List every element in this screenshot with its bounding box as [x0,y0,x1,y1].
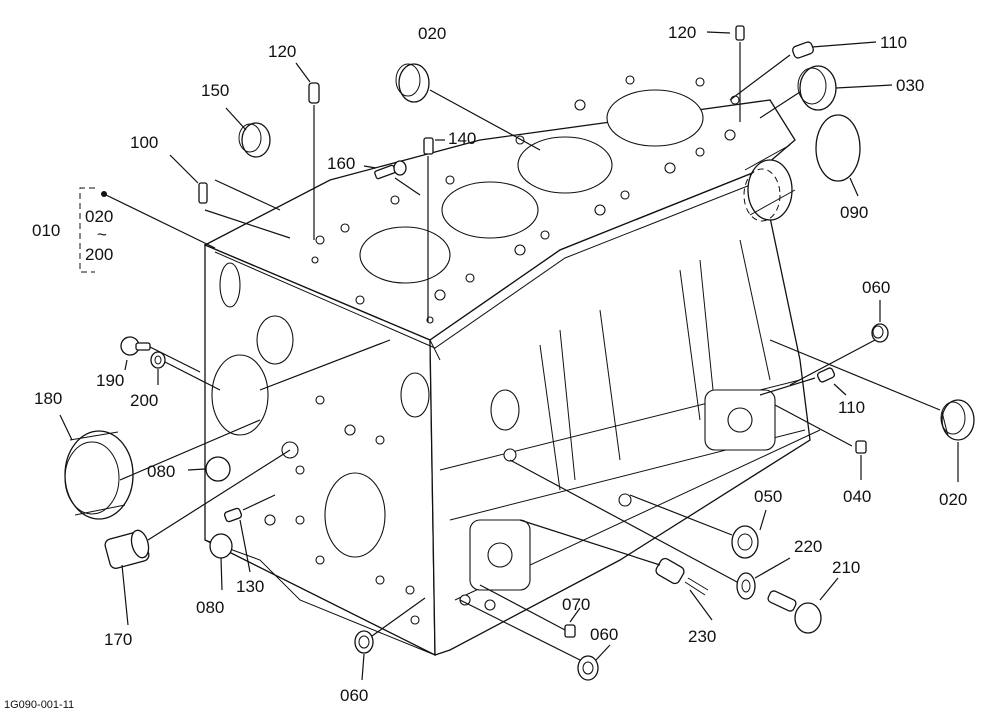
plug-030 [797,65,837,111]
washer-220 [736,572,756,600]
label-150: 150 [201,81,229,100]
label-120-top: 120 [668,23,696,42]
plug-020-right [940,399,975,441]
label-130: 130 [236,577,264,596]
bolt-160 [374,160,407,180]
label-120-left: 120 [268,42,296,61]
plug-040 [855,440,867,454]
plug-060-bottom-mid [577,655,599,681]
leader-lines [59,31,959,681]
label-230: 230 [688,627,716,646]
label-220: 220 [794,537,822,556]
label-080-mid: 080 [147,462,175,481]
label-060-right: 060 [862,278,890,297]
pin-100 [198,182,208,204]
plug-050 [731,525,759,559]
label-070: 070 [562,595,590,614]
label-030: 030 [896,76,924,95]
label-020-range-end: 200 [85,245,113,264]
plug-070 [564,624,576,638]
pin-110-mid [816,367,836,383]
label-040: 040 [843,487,871,506]
plug-080-low [209,533,233,559]
label-190: 190 [96,371,124,390]
label-090: 090 [840,203,868,222]
label-060-bottom-left: 060 [340,686,368,705]
part-labels: 010 020 ~ 200 020 020 030 040 050 060 06… [4,23,967,711]
label-020-top: 020 [418,24,446,43]
cap-170 [104,529,150,569]
label-110-mid: 110 [838,398,865,417]
oil-seal-180 [64,430,134,520]
plug-060-bottom-left [354,630,374,654]
label-020-range-tilde: ~ [97,225,107,244]
label-060-bottom-mid: 060 [590,625,618,644]
bolt-190 [120,336,151,356]
figure-code: 1G090-001-11 [4,699,74,711]
pin-130 [223,507,243,523]
label-050: 050 [754,487,782,506]
pin-140 [423,137,434,155]
label-080-low: 080 [196,598,224,617]
washer-200 [150,351,166,369]
plug-150 [238,122,271,158]
label-210: 210 [832,558,860,577]
plug-090 [815,114,861,182]
label-180: 180 [34,389,62,408]
bolt-210 [767,590,822,634]
label-160: 160 [327,154,355,173]
plug-080-mid [205,456,231,482]
deck-holes [311,75,740,324]
plug-060-right [871,323,889,343]
pin-120-left [308,82,320,104]
label-100: 100 [130,133,158,152]
label-140: 140 [448,129,476,148]
side-face-ports [459,389,776,611]
label-020-range-start: 020 [85,207,113,226]
plug-020-top [395,63,430,103]
front-face-holes [211,262,430,625]
label-170: 170 [104,630,132,649]
pin-120-top [735,25,745,41]
label-110-top: 110 [880,33,907,52]
pin-110-top [792,41,814,59]
label-020-right: 020 [939,490,967,509]
label-010: 010 [32,221,60,240]
sensor-230 [655,557,709,596]
label-200: 200 [130,391,158,410]
